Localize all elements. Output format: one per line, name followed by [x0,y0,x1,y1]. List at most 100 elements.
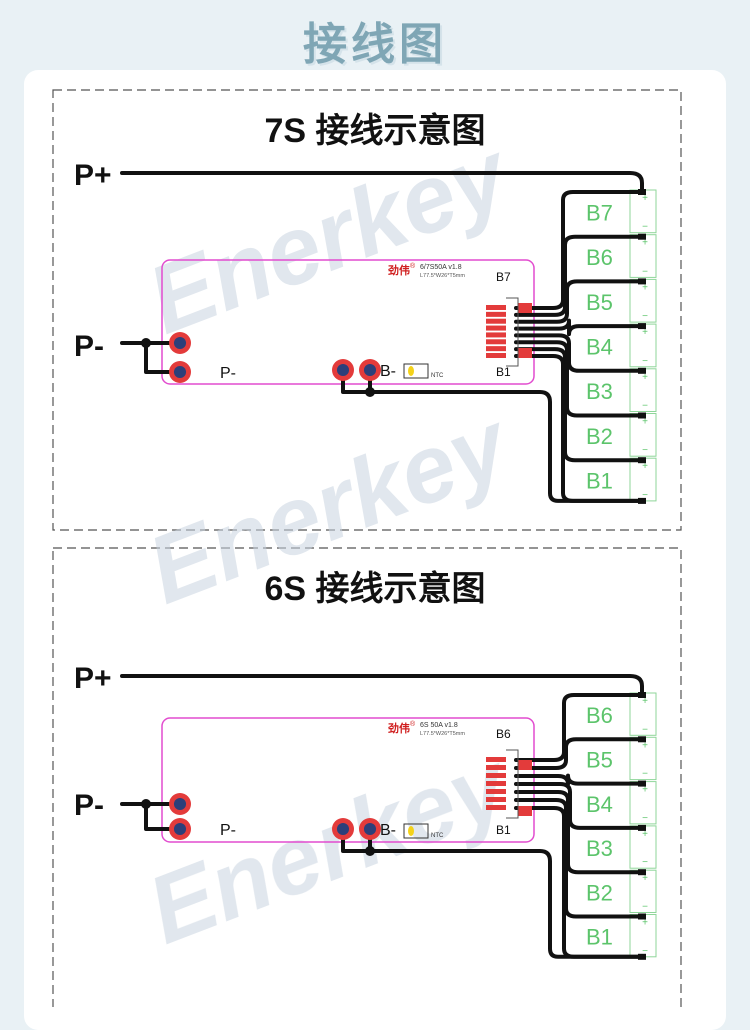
board-brand: 劲伟 [388,263,410,277]
balance-wire [514,340,644,418]
battery-cell-box [629,189,657,234]
balance-wire [514,318,644,337]
connector-bottom-label: B1 [496,823,511,837]
battery-cell-box [629,457,657,502]
connector-lock-bottom [518,348,532,358]
board-p-minus-label: P- [220,365,236,382]
b-minus-wire [368,368,644,503]
cell-plus-sign: + [642,372,648,383]
balance-wire [514,773,644,786]
cell-minus-sign: − [642,946,648,957]
page-title: 接线图 [303,19,447,70]
p-minus-wire [144,802,182,831]
balance-wire [514,347,644,463]
wire-junction [141,799,151,809]
balance-wire [514,806,644,959]
battery-cell-box [629,869,657,914]
cell-minus-sign: − [642,769,648,780]
board-model: 6S 50A v1.8 [420,722,458,729]
balance-wire [514,737,644,770]
cell-label: B3 [586,836,613,861]
b-minus-pad-core [363,363,377,377]
p-minus-pad-core [173,797,187,811]
connector-pin [486,773,506,778]
connector-lock-top [518,303,532,313]
cell-minus-sign: − [642,857,648,868]
board-p-minus-label: P- [220,822,236,839]
wiring-diagrams: Enerkey Enerkey Enerkey 7S 接线示意图P+P-劲伟®6… [52,89,682,1007]
balance-wire [514,790,644,875]
connector-pin [486,332,506,338]
cell-label: B1 [586,469,613,494]
cell-label: B5 [586,747,613,772]
connector-top-label: B6 [496,727,511,741]
p-minus-pad-core [173,336,187,350]
battery-cell-box [629,914,657,958]
cell-plus-sign: + [642,238,648,249]
p-plus-label: P+ [74,159,112,192]
cell-minus-sign: − [642,902,648,913]
p-plus-label: P+ [74,662,112,695]
cell-plus-sign: + [642,193,648,204]
balance-wire-terminal [638,457,646,464]
battery-cell-box [629,323,657,368]
bms-board [161,717,535,843]
board-dims: L77.5*W26*T5mm [420,731,465,737]
balance-wire [514,234,644,317]
wire-junction [365,387,375,397]
ntc-component [403,363,429,379]
diagram-title: 6S 接线示意图 [264,570,485,608]
cell-plus-sign: + [642,461,648,472]
cell-plus-sign: + [642,829,648,840]
ntc-label: NTC [431,833,444,839]
cell-minus-sign: − [642,401,648,412]
cell-minus-sign: − [642,311,648,322]
p-minus-pad-core [173,365,187,379]
battery-cell-box [629,234,657,278]
p-minus-label: P- [74,330,104,363]
ntc-thermistor [408,826,414,836]
b-minus-wire [368,827,644,959]
connector-pin [486,311,506,317]
balance-wire-terminal [638,323,646,330]
connector-pin [486,346,506,352]
connector-housing [506,297,519,367]
cell-label: B2 [586,880,613,905]
ntc-thermistor [408,366,414,376]
b-minus-pad-core [363,822,377,836]
cell-minus-sign: − [642,266,648,277]
b-minus-pad-core [336,822,350,836]
connector-lock-top [518,760,532,770]
diagram-title: 7S 接线示意图 [264,112,485,150]
cell-minus-sign: − [642,222,648,233]
cell-plus-sign: + [642,696,648,707]
connector-pin [486,757,506,762]
battery-cell-box [629,825,657,869]
watermark-group: Enerkey Enerkey Enerkey [134,119,525,964]
board-reg-mark: ® [410,262,416,270]
cell-label: B5 [586,290,613,315]
balance-wire [514,279,644,324]
cell-label: B1 [586,925,613,950]
balance-wire [514,693,644,762]
balance-wire [514,190,644,310]
cell-minus-sign: − [642,356,648,367]
wire-junction [141,338,151,348]
connector-pin [486,353,506,358]
cell-label: B2 [586,424,613,449]
b-minus-pad-core [336,363,350,377]
balance-wire-terminal [638,736,646,743]
wire-junction [365,846,375,856]
balance-wire-terminal [638,189,646,195]
cell-plus-sign: + [642,873,648,884]
board-b-minus-label: B- [380,363,396,380]
cell-label: B6 [586,245,613,270]
cell-label: B7 [586,200,613,225]
p-plus-wire [120,674,644,697]
connector-pin [486,789,506,794]
board-reg-mark: ® [410,720,416,728]
connector-pin [486,805,506,810]
connector-top-label: B7 [496,270,511,284]
